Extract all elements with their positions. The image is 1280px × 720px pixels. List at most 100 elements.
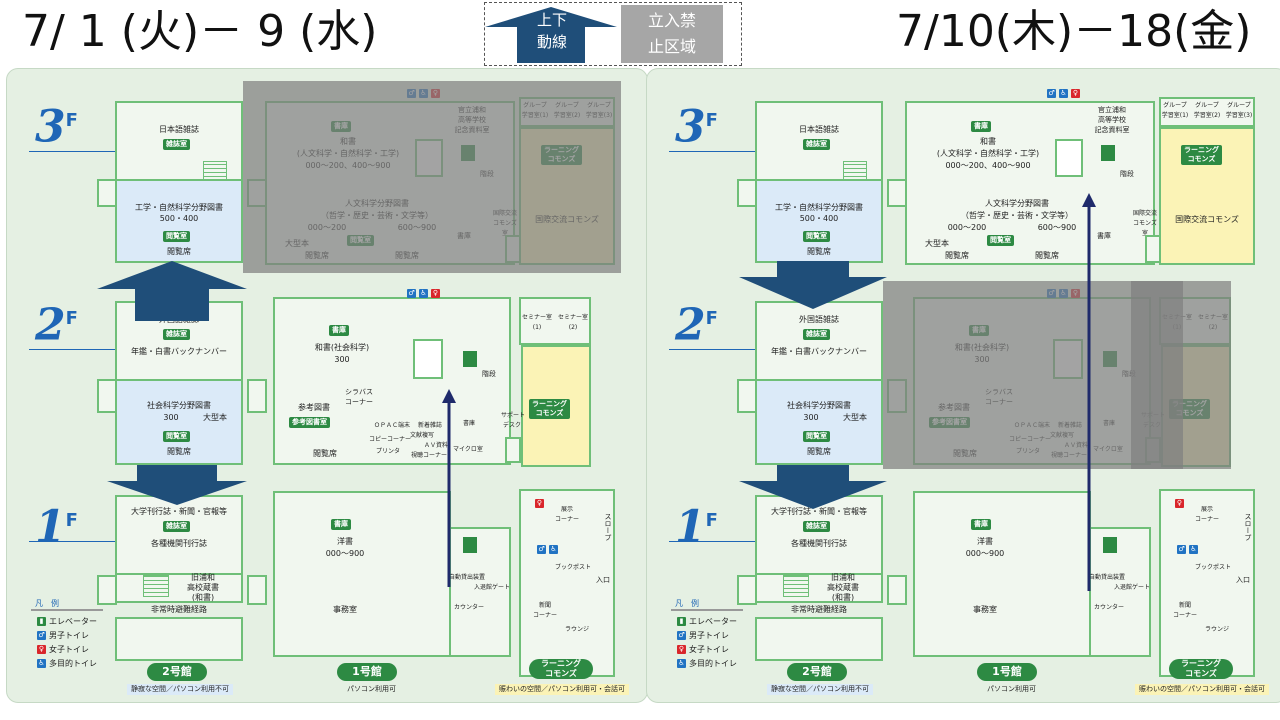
f2-social-science-reading xyxy=(115,379,243,465)
building-1-note: パソコン利用可 xyxy=(347,685,396,693)
right-period-title: 7/10(木)－18(金) xyxy=(896,6,1252,57)
route-down-arrow-2f xyxy=(739,465,887,509)
f3-japanese-books-text: 和書 xyxy=(980,137,996,146)
f3-toilets: ♂♿♀ xyxy=(1047,83,1083,102)
men-toilet-icon: ♂ xyxy=(677,631,686,640)
f3-reading-room-tag-2: 閲覧室 xyxy=(987,235,1014,246)
f1-bookpost-text: ブックポスト xyxy=(554,564,591,571)
f3-group-study-3: グループ 学習室(3) xyxy=(1225,102,1253,119)
f2-seats2-text: 閲覧席 xyxy=(313,449,337,458)
f1-lounge-area xyxy=(519,489,615,677)
route-down-arrow-3f xyxy=(739,261,887,309)
f1-bookpost-text: ブックポスト xyxy=(1194,564,1231,571)
f2-social-text: 社会科学分野図書 xyxy=(787,401,851,410)
emergency-stairs xyxy=(887,575,907,605)
f1-toilets: ♀ xyxy=(1175,493,1187,512)
f2-stacks-room-text: 書庫 xyxy=(462,420,475,427)
emergency-stairs xyxy=(97,179,117,207)
learning-commons-note: 賑わいの空間／パソコン利用可・会話可 xyxy=(1135,684,1269,695)
f2-seminar2-text: セミナー室 (2) xyxy=(557,314,588,331)
f3-japanese-mag-text: 日本語雑誌 xyxy=(159,125,199,134)
f3-stacks-tag: 書庫 xyxy=(971,121,991,132)
f3-seats-text: 閲覧席 xyxy=(945,251,969,260)
f1-entrance-text: 入口 xyxy=(1236,576,1250,584)
men-toilet-icon: ♂ xyxy=(537,545,546,554)
route-legend-label: 上下 動線 xyxy=(536,11,567,51)
route-vertical-arrow xyxy=(442,389,456,587)
route-vertical-arrow xyxy=(1082,193,1096,591)
multi-toilet-icon: ♿ xyxy=(1059,89,1068,98)
f2-stacks-tag: 書庫 xyxy=(329,325,349,336)
emergency-stairs xyxy=(97,379,117,413)
f2-copy-text: コピーコーナー xyxy=(369,436,412,443)
floor-label-1f: 1F xyxy=(675,501,718,553)
floor-label-2f: 2F xyxy=(675,299,718,351)
men-toilet-icon: ♂ xyxy=(1177,545,1186,554)
route-legend: 上下 動線 立入禁 止区域 xyxy=(484,2,742,66)
f3-reading-room-tag: 閲覧室 xyxy=(163,231,190,242)
f3-intl-commons-text: 国際交流コモンズ xyxy=(1175,215,1239,224)
f3-hum-range2-text: 600～900 xyxy=(1037,223,1077,232)
women-toilet-icon: ♀ xyxy=(535,499,544,508)
f1-mag-room-tag: 雑誌室 xyxy=(803,521,830,532)
f1-old-urawa-room xyxy=(755,573,883,603)
f1-western-text: 洋書 xyxy=(337,537,353,546)
legend-divider xyxy=(671,609,743,611)
f2-support-text: サポート デスク xyxy=(501,412,526,429)
women-toilet-icon: ♀ xyxy=(431,289,440,298)
legend-title: 凡 例 xyxy=(675,599,699,608)
f2-social-science-reading xyxy=(755,379,883,465)
f1-entrance-text: 入口 xyxy=(596,576,610,584)
learning-commons-note: 賑わいの空間／パソコン利用可・会話可 xyxy=(495,684,629,695)
f2-syllabus-text: シラバス コーナー xyxy=(345,388,373,406)
f1-western-text: 洋書 xyxy=(977,537,993,546)
f2-large-books-text: 大型本 xyxy=(843,413,867,422)
f1-slope-text: スロープ xyxy=(1244,513,1252,541)
elevator-icon: ▮ xyxy=(677,617,686,626)
legend-elevator: ▮エレベーター xyxy=(677,617,737,627)
elevator-icon xyxy=(1103,537,1117,553)
multi-toilet-icon: ♿ xyxy=(677,659,686,668)
f1-display-text: 展示 コーナー xyxy=(554,506,579,523)
f2-printer-text: プリンタ xyxy=(375,448,400,455)
emergency-stairs xyxy=(737,379,757,413)
f3-eng-science-text: 工学・自然科学分野図書 xyxy=(775,203,863,212)
f3-elevator-shaft xyxy=(1055,139,1083,177)
floor-label-1f: 1F xyxy=(35,501,78,553)
multi-toilet-icon: ♿ xyxy=(1189,545,1198,554)
f1-lounge-text: ラウンジ xyxy=(1204,626,1229,633)
f2-mag-room-tag: 雑誌室 xyxy=(163,329,190,340)
men-toilet-icon: ♂ xyxy=(37,631,46,640)
building-2-badge: 2号館 xyxy=(147,663,207,681)
f1-stacks-tag: 書庫 xyxy=(331,519,351,530)
elevator-icon xyxy=(463,537,477,553)
f1-emergency-route-text: 非常時避難経路 xyxy=(791,605,847,614)
f3-stacks2-text: 書庫 xyxy=(1097,232,1111,240)
f2-social-text: 社会科学分野図書 xyxy=(147,401,211,410)
f2-seminar1-text: セミナー室 (1) xyxy=(521,314,552,331)
f2-av-text: ＡＶ資料 xyxy=(423,442,448,449)
f2-backnumber-text: 年鑑・白書バックナンバー xyxy=(771,347,867,356)
legend-men: ♂男子トイレ xyxy=(677,631,729,640)
f1-counter-text: カウンター xyxy=(1093,604,1124,611)
f3-learning-commons-tag: ラーニング コモンズ xyxy=(1181,145,1222,165)
floor-label-3f: 3F xyxy=(35,101,78,153)
f3-hum-range1-text: 000～200 xyxy=(947,223,987,232)
f2-large-books-text: 大型本 xyxy=(203,413,227,422)
route-down-arrow xyxy=(107,465,247,505)
f1-auto-return-text: 自動貸出装置 xyxy=(1088,574,1125,581)
f2-foreign-magazine-room xyxy=(755,301,883,381)
building-2-note: 静寂な空間／パソコン利用不可 xyxy=(127,684,233,695)
f2-reference-room-tag: 参考図書室 xyxy=(289,417,330,428)
f3-hum-books-text: 人文科学分野図書 xyxy=(985,199,1049,208)
f1-newspaper-corner-text: 新聞 コーナー xyxy=(1172,602,1197,619)
floor-map-period-2: 3F 2F 1F 日本語雑誌 雑誌室 工学・自然科学分野図書 500・400 閲… xyxy=(646,68,1280,703)
floor-map-period-1: 3F 2F 1F 日本語雑誌 雑誌室 工学・自然科学分野図書 500・400 閲… xyxy=(6,68,648,703)
legend-women: ♀女子トイレ xyxy=(37,645,89,654)
f2-reading-room-tag: 閲覧室 xyxy=(163,431,190,442)
left-period-title: 7/ 1 (火)－ 9 (水) xyxy=(22,6,378,57)
f1-mag-room-tag: 雑誌室 xyxy=(163,521,190,532)
f1-newspaper-corner-text: 新聞 コーナー xyxy=(532,602,557,619)
f2-stacks-area xyxy=(273,297,511,465)
f2-newspaper-text: 新着雑誌 xyxy=(417,422,442,429)
